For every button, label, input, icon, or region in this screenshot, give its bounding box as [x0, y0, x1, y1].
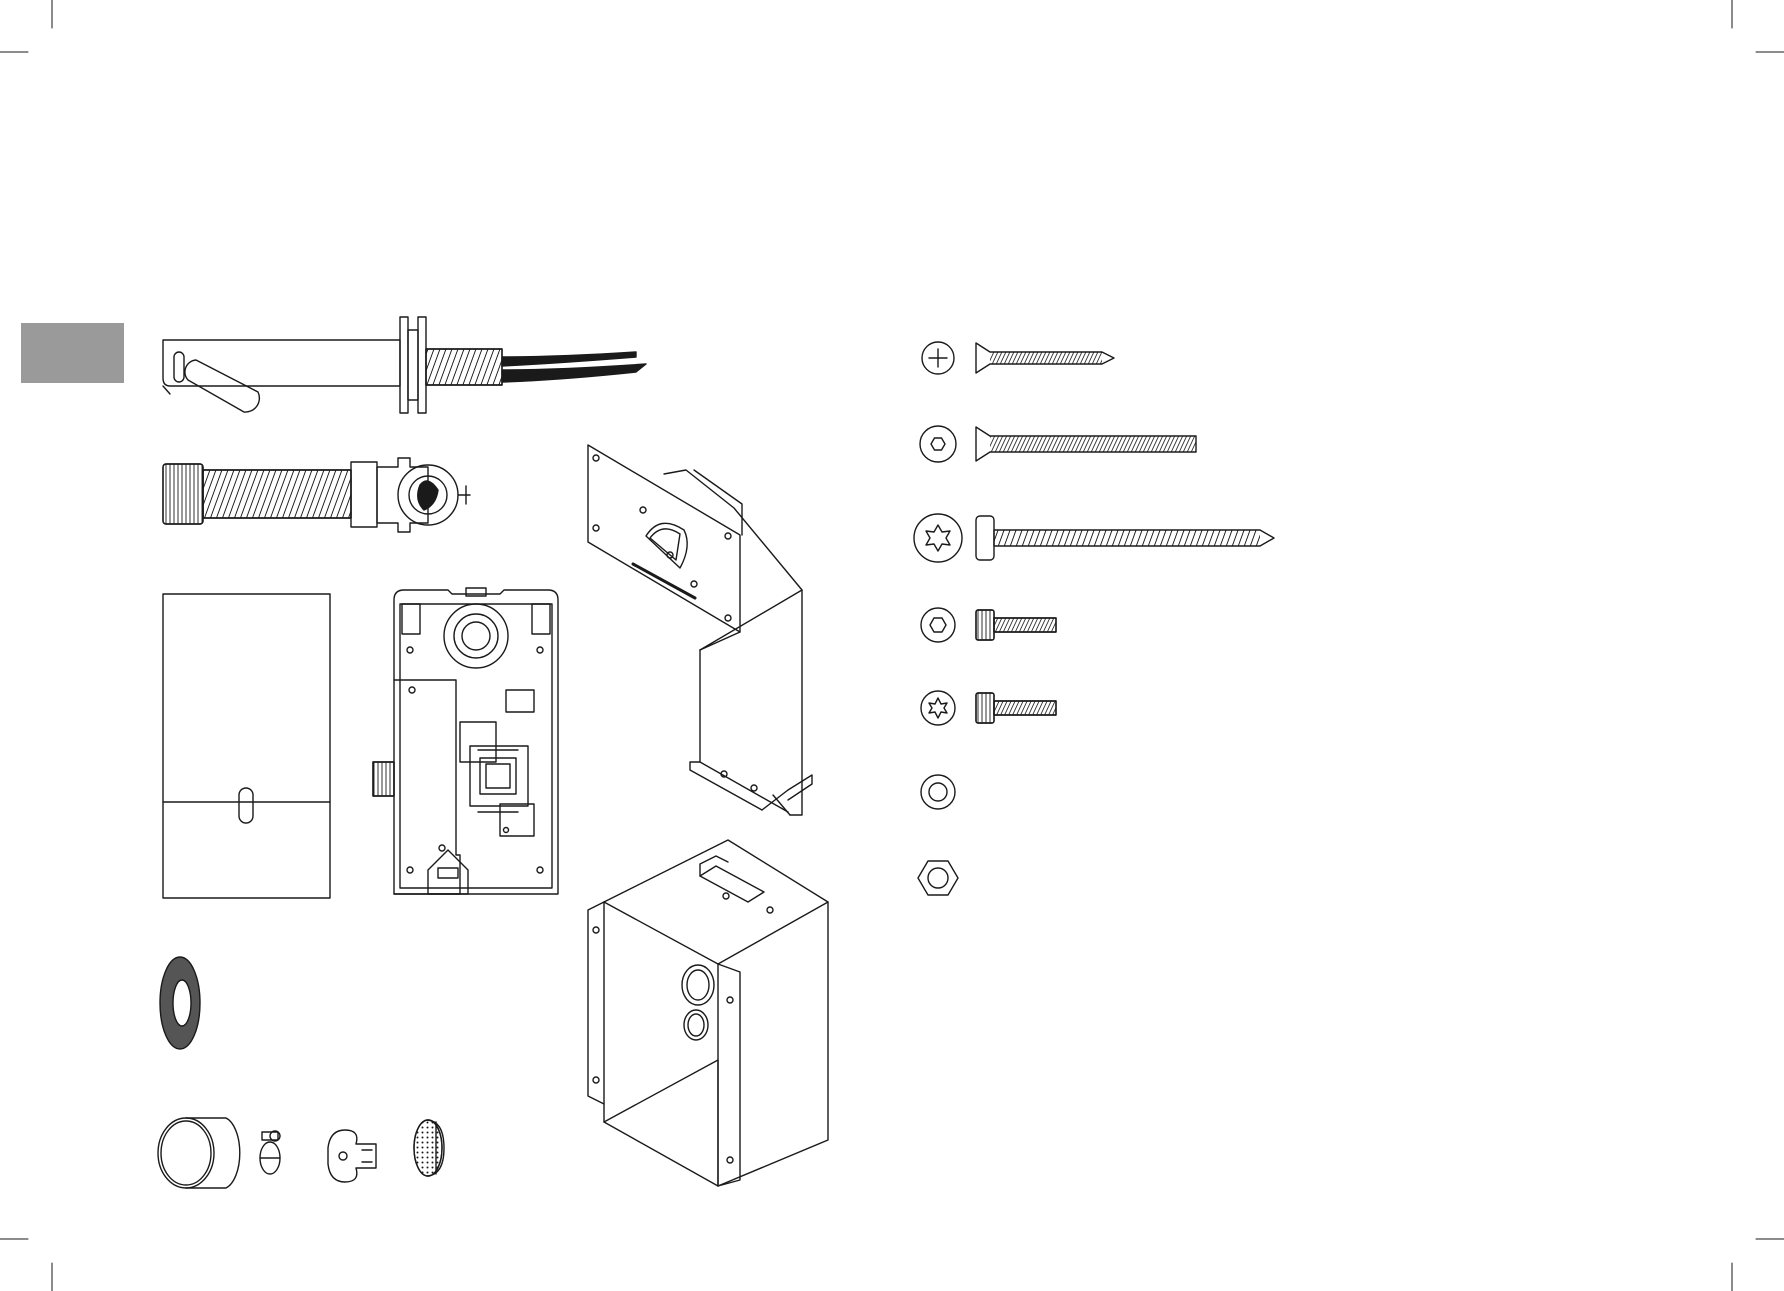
hex-socket-head-icon: [921, 608, 955, 642]
fastener-hex-nut: [918, 861, 958, 895]
torx-head-icon: [914, 514, 962, 562]
fastener-torx-cap-screw: [921, 691, 1056, 725]
cover-plate-icon: [163, 594, 330, 898]
fastener-torx-pan-head-wood-screw: [914, 514, 1274, 562]
faucet-spout-icon: [163, 317, 646, 413]
control-unit-icon: [373, 588, 558, 894]
fastener-countersunk-hex-machine-screw: [920, 426, 1196, 462]
gasket-ring-icon: [160, 957, 200, 1049]
mounting-bracket-icon: [588, 445, 812, 815]
fastener-washer: [921, 775, 955, 809]
key-tool-icon: [328, 1130, 376, 1182]
aerator-icon: [414, 1120, 444, 1176]
mounting-box-icon: [588, 840, 828, 1186]
fastener-hex-socket-cap-screw: [921, 608, 1056, 642]
sleeve-cap-icon: [158, 1118, 240, 1188]
washer-icon: [921, 775, 955, 809]
torx-head-icon: [921, 691, 955, 725]
hex-nut-icon: [918, 861, 958, 895]
hex-socket-head-icon: [920, 426, 956, 462]
fastener-countersunk-phillips-wood-screw: [922, 342, 1114, 374]
flexible-hose-icon: [163, 458, 470, 532]
hose-clamp-icon: [260, 1131, 280, 1174]
